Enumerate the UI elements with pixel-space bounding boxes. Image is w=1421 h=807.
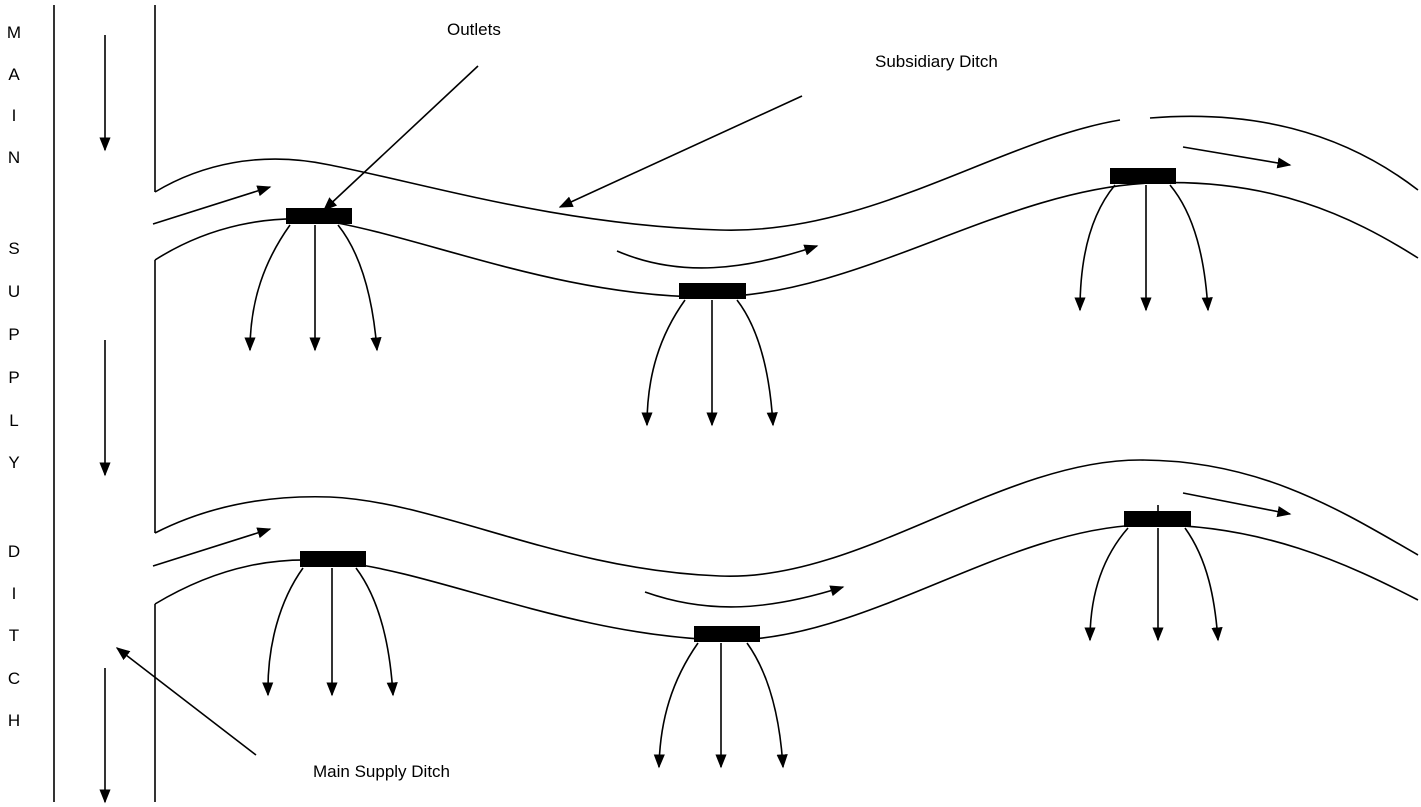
main-supply-ditch [53, 5, 156, 804]
vertical-letter: U [8, 282, 20, 301]
flow-arrow [152, 527, 272, 567]
subsidiary-ditch-pointer [558, 95, 803, 208]
outlets-pointer [322, 65, 479, 211]
vertical-letter: H [8, 711, 20, 730]
outlet [286, 208, 352, 224]
vertical-letter: T [9, 626, 19, 645]
outlet [679, 283, 746, 299]
vertical-letter: D [8, 542, 20, 561]
outlet-flow-arrow [1169, 184, 1213, 312]
vertical-letter: L [9, 411, 18, 430]
vertical-letter: A [8, 65, 20, 84]
vertical-letter: P [8, 368, 19, 387]
vertical-letter: M [7, 23, 21, 42]
ditch-bank-top [1149, 115, 1419, 191]
subsidiary-ditch-upper [152, 115, 1419, 427]
vertical-letter: P [8, 325, 19, 344]
flow-arrow [1182, 146, 1292, 169]
flow-arrow [1182, 492, 1292, 518]
ditch-bank-top [154, 119, 1121, 231]
outlet-flow-arrow [262, 567, 304, 697]
outlet-flow-arrow [355, 567, 398, 697]
flow-arrow [152, 185, 272, 225]
outlet [694, 626, 760, 642]
main-supply-ditch-label: Main Supply Ditch [313, 762, 450, 781]
ditch-bank-bottom [154, 181, 1419, 298]
vertical-letter: I [12, 584, 17, 603]
outlet-flow-arrow [1184, 527, 1223, 642]
flow-arrow [644, 585, 845, 608]
ditch-bank-bottom [154, 524, 1419, 641]
outlet-flow-arrow [653, 642, 699, 769]
flow-arrow [616, 244, 819, 269]
callouts: Outlets Subsidiary Ditch Main Supply Dit… [115, 20, 998, 781]
outlets-label: Outlets [447, 20, 501, 39]
ditch-bank-top [154, 459, 1419, 577]
outlet-flow-arrow [746, 642, 788, 769]
main-supply-ditch-pointer [115, 647, 257, 756]
vertical-letter: I [12, 106, 17, 125]
outlet-flow-arrow [1074, 184, 1116, 312]
vertical-letter: C [8, 669, 20, 688]
subsidiary-ditch-label: Subsidiary Ditch [875, 52, 998, 71]
outlet-flow-arrow [736, 299, 778, 427]
outlet [1110, 168, 1176, 184]
vertical-letter: N [8, 148, 20, 167]
outlet-flow-arrow [641, 299, 686, 427]
vertical-letter: Y [8, 453, 19, 472]
outlet [1124, 511, 1191, 527]
outlet-flow-arrow [337, 224, 382, 352]
outlet-flow-arrow [1084, 527, 1129, 642]
subsidiary-ditch-lower [152, 459, 1419, 769]
outlet-flow-arrow [244, 224, 291, 352]
outlet [300, 551, 366, 567]
vertical-letter: S [8, 239, 19, 258]
vertical-label: M A I N S U P P L Y D I T C H [7, 23, 21, 730]
